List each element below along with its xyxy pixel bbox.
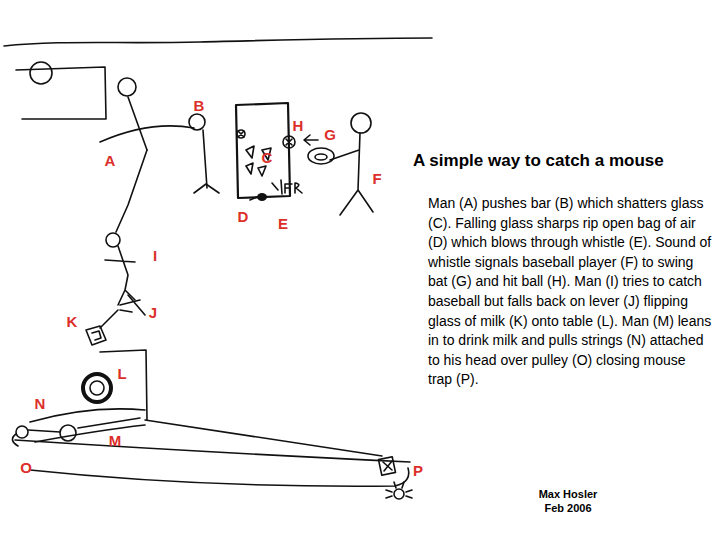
whistle	[272, 180, 302, 194]
author-note: Max Hosler	[539, 488, 598, 501]
spilled-milk-center	[90, 381, 104, 395]
bar-tip	[237, 130, 245, 138]
mouse	[394, 489, 404, 499]
callout-letter: O	[20, 459, 32, 476]
catcher-head	[106, 233, 120, 247]
lying-man	[30, 409, 145, 442]
baseball	[283, 136, 295, 148]
mouse-trap	[378, 457, 395, 476]
pulley	[16, 426, 28, 438]
ceiling-line	[4, 38, 432, 46]
lying-man-head	[60, 425, 76, 441]
callout-letter: L	[117, 365, 126, 382]
man-arm	[100, 126, 194, 142]
air-bag-string	[250, 197, 257, 200]
bat	[308, 148, 334, 164]
callout-letter: G	[324, 126, 336, 143]
description-text: Man (A) pushes bar (B) which shatters gl…	[428, 194, 713, 390]
milk-glass	[86, 326, 106, 345]
lever-link	[100, 310, 118, 328]
callout-letter: P	[413, 462, 423, 479]
swing-arrow	[304, 135, 318, 145]
callout-letter: D	[238, 208, 249, 225]
callout-letter: H	[293, 117, 304, 134]
air-bag	[257, 193, 267, 201]
baseball-seam	[286, 139, 292, 145]
bar-tip-cross	[238, 131, 244, 137]
spilled-milk	[83, 374, 111, 402]
frame-knob	[30, 62, 52, 84]
callout-letter: N	[35, 395, 46, 412]
callout-letter: E	[278, 215, 288, 232]
bat-grip	[315, 154, 327, 160]
bar-base	[194, 184, 219, 193]
trap-bar	[383, 461, 392, 471]
bar-knob	[189, 114, 205, 130]
player-body	[330, 133, 373, 215]
callout-letter: M	[109, 432, 122, 449]
man-body	[128, 97, 147, 150]
catcher-body	[105, 246, 135, 305]
callout-letter: F	[372, 170, 381, 187]
diagram-title: A simple way to catch a mouse	[413, 151, 664, 171]
author-note: Feb 2006	[544, 502, 591, 515]
callout-letter: B	[194, 97, 205, 114]
man-head	[118, 78, 136, 96]
trap-string	[15, 420, 410, 486]
callout-letter: A	[105, 152, 116, 169]
callout-letter: J	[149, 304, 157, 321]
lever	[120, 295, 145, 315]
player-head	[351, 113, 371, 133]
man-leg	[116, 150, 147, 232]
callout-letter: C	[262, 149, 273, 166]
string	[12, 430, 60, 446]
callout-letter: K	[67, 313, 78, 330]
mouse-whiskers	[386, 482, 412, 498]
callout-letter: I	[153, 247, 157, 264]
bar-stick	[203, 130, 207, 188]
